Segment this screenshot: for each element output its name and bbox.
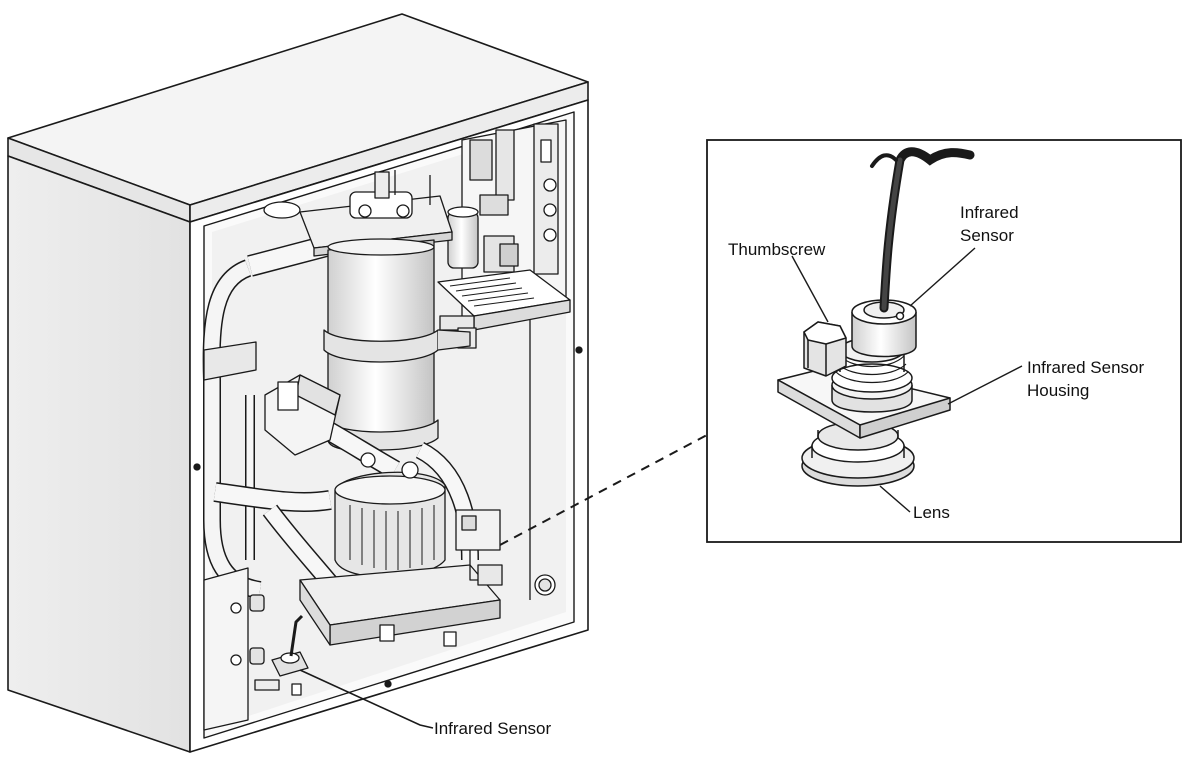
panel-module-1	[469, 139, 493, 181]
detail-leaders	[791, 247, 1023, 513]
dashed-connector	[499, 434, 708, 546]
lower-left-box	[203, 567, 249, 731]
thumbscrew	[803, 321, 847, 377]
detail-frame	[706, 139, 1182, 543]
housing-leader	[947, 365, 1023, 405]
infrared-sensor-detail-label-line1: Infrared	[960, 203, 1019, 222]
leader-lines	[299, 434, 708, 729]
thumbscrew-leader	[791, 255, 829, 323]
shelf-grate	[449, 277, 535, 307]
infrared-sensor-detail-label-line2: Sensor	[960, 226, 1014, 245]
detail-inset	[706, 139, 1182, 543]
main-sensor-leader	[299, 669, 434, 729]
housing-label-line2: Housing	[1027, 381, 1090, 400]
housing-label-line1: Infrared Sensor	[1027, 358, 1145, 377]
infrared-sensor-leader	[909, 247, 976, 307]
interior	[193, 119, 583, 731]
panel-module-2	[495, 129, 515, 201]
left-shelf	[203, 341, 257, 381]
thumbscrew-label: Thumbscrew	[728, 240, 826, 259]
lens-leader	[879, 485, 911, 513]
cabinet-left-side	[7, 155, 191, 753]
lens-label: Lens	[913, 503, 950, 522]
infrared-sensor-main-label: Infrared Sensor	[434, 719, 552, 738]
burner-fins	[349, 505, 435, 570]
main-infrared-sensor	[254, 614, 309, 696]
